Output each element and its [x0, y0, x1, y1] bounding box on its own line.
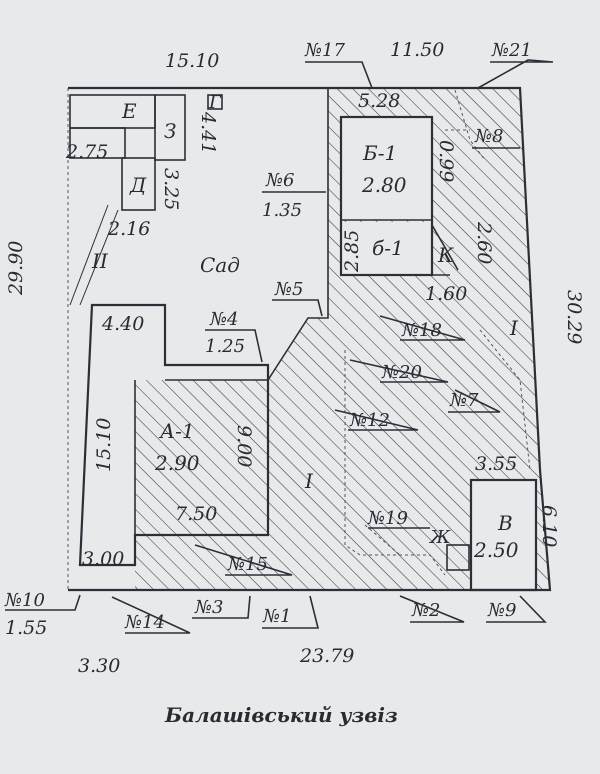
building-a1-outline — [78, 303, 270, 567]
label-ii: II — [91, 249, 109, 273]
dim-right-side: 30.29 — [563, 290, 585, 344]
dim-top-right: 11.50 — [390, 39, 444, 61]
dim-a-bottom: 7.50 — [175, 503, 217, 525]
label-garden: Сад — [200, 253, 240, 277]
dim-v-right: 6.10 — [538, 505, 560, 547]
label-d: Д — [129, 173, 147, 197]
label-z: З — [164, 119, 176, 143]
building-d — [121, 157, 156, 211]
dim-a-right: 9.00 — [233, 425, 255, 467]
label-n9: №9 — [487, 600, 517, 621]
dim-v-top: 3.55 — [475, 453, 517, 475]
dim-d-height: 3.25 — [160, 168, 182, 210]
building-a1-hatch — [135, 380, 268, 535]
label-n8: №8 — [474, 126, 504, 147]
dim-a-left: 15.10 — [93, 418, 115, 472]
label-n12: №12 — [349, 410, 390, 431]
dim-bottom: 23.79 — [299, 645, 354, 667]
label-b1: Б-1 — [362, 141, 397, 165]
label-i2: I — [304, 469, 314, 493]
label-b1-small: б-1 — [372, 236, 404, 260]
building-b1 — [339, 115, 434, 277]
label-k: К — [437, 243, 454, 267]
label-n6: №6 — [265, 170, 295, 191]
street-name: Балашівський узвіз — [164, 703, 398, 727]
building-e-lower — [69, 127, 126, 159]
dim-bottom-left-b: 3.30 — [78, 655, 120, 677]
label-b1-val: 2.80 — [361, 173, 407, 197]
label-i1: I — [509, 316, 519, 340]
dim-a-bottom-left: 3.00 — [82, 548, 124, 570]
label-a1: А-1 — [158, 419, 195, 443]
building-zh — [446, 544, 470, 571]
dim-b1-right: 2.60 — [473, 221, 495, 264]
label-v: В — [497, 511, 513, 535]
label-n1: №1 — [262, 606, 292, 627]
dim-left-side: 29.90 — [5, 241, 27, 296]
label-n14: №14 — [124, 612, 165, 633]
dim-b1-left: 2.85 — [341, 230, 363, 273]
label-a1-val: 2.90 — [154, 451, 200, 475]
label-n2: №2 — [411, 600, 441, 621]
label-n5: №5 — [274, 279, 304, 300]
label-n19: №19 — [367, 508, 408, 529]
building-g — [207, 94, 223, 110]
label-n21: №21 — [491, 40, 532, 61]
building-v — [469, 478, 538, 592]
leader-lines — [5, 59, 554, 634]
building-z — [154, 94, 186, 161]
label-n4: №4 — [209, 309, 239, 330]
dim-bottom-left-a: 1.55 — [5, 617, 47, 639]
dim-a-top: 4.40 — [101, 313, 144, 335]
label-e: Е — [121, 99, 137, 123]
label-n18: №18 — [401, 320, 442, 341]
dim-b1-side: 0.99 — [435, 140, 457, 182]
dim-b1-top: 5.28 — [358, 90, 400, 112]
hatched-area-edge — [267, 88, 329, 381]
label-n10: №10 — [4, 590, 45, 611]
label-n4-val: 1.25 — [205, 336, 245, 357]
site-boundary — [68, 86, 552, 592]
label-n17: №17 — [304, 40, 345, 61]
dim-e-width: 2.75 — [65, 141, 108, 163]
label-n6-val: 1.35 — [262, 200, 302, 221]
label-n20: №20 — [381, 362, 422, 383]
label-g: Г — [208, 92, 222, 113]
hatched-yard-area — [135, 88, 550, 590]
dim-b1-bottom: 1.60 — [425, 283, 467, 305]
label-n7: №7 — [449, 390, 479, 411]
dim-z-side: 4.41 — [197, 111, 219, 154]
label-n15: №15 — [227, 554, 268, 575]
label-v-val: 2.50 — [473, 538, 519, 562]
label-n3: №3 — [194, 597, 224, 618]
dim-top-left: 15.10 — [165, 50, 219, 72]
dim-d-width: 2.16 — [107, 218, 150, 240]
label-zh: Ж — [428, 527, 451, 548]
building-e — [69, 94, 156, 129]
